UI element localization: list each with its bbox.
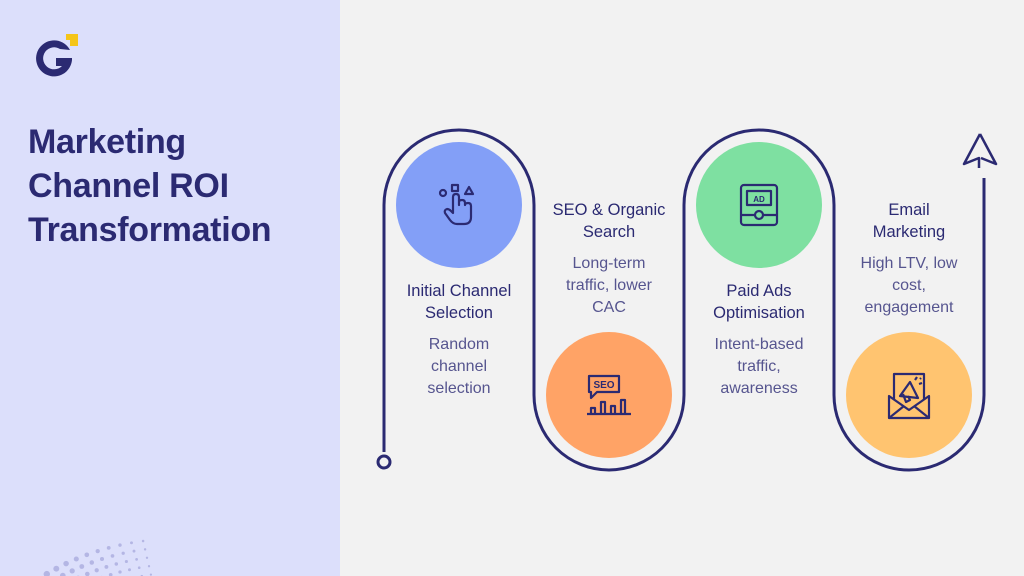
- hand-pointer-shapes-icon: [438, 183, 475, 226]
- step-4-circle: [846, 332, 972, 458]
- arrow-up-icon: [962, 133, 998, 168]
- title-line: Transformation: [28, 211, 272, 249]
- email-megaphone-icon: [887, 372, 931, 420]
- ad-tablet-icon: AD: [739, 183, 779, 227]
- svg-text:AD: AD: [753, 195, 765, 204]
- step-3-circle: AD: [696, 142, 822, 268]
- roadmap-path: [376, 128, 998, 472]
- left-panel: Marketing Channel ROI Transformation: [0, 0, 340, 576]
- step-1-circle: [396, 142, 522, 268]
- title-line: Channel ROI: [28, 167, 229, 205]
- halftone-dots-decoration: [43, 539, 152, 576]
- page-title: Marketing Channel ROI Transformation: [28, 120, 272, 252]
- title-line: Marketing: [28, 123, 186, 161]
- svg-text:SEO: SEO: [593, 380, 614, 391]
- g-logo-icon: [36, 34, 78, 77]
- circle-marker-icon: [376, 454, 392, 470]
- seo-chart-icon: SEO: [587, 374, 631, 416]
- step-2-circle: SEO: [546, 332, 672, 458]
